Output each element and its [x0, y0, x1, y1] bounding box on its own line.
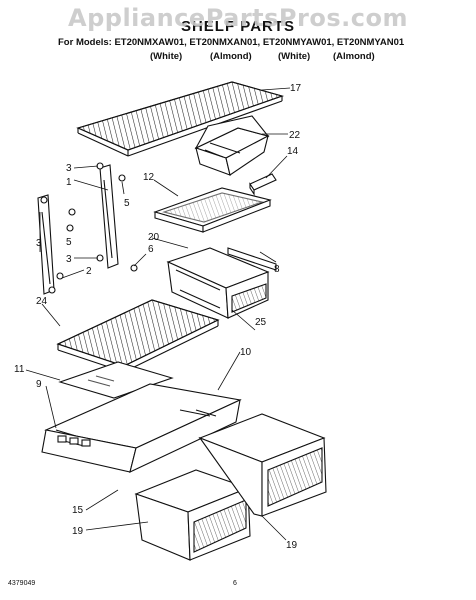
crisper-cover-frame	[41, 383, 242, 473]
page-number: 6	[233, 580, 237, 587]
callout-3-upper: 3	[66, 163, 72, 174]
callout-25: 25	[255, 317, 267, 328]
callout-20: 20	[148, 232, 160, 243]
callout-19-right: 19	[286, 540, 298, 551]
left-rail-1	[99, 164, 119, 269]
glass-shelf-frame	[153, 187, 272, 233]
callout-12: 12	[143, 172, 155, 183]
callout-5-left: 5	[66, 237, 72, 248]
callout-2: 2	[86, 266, 92, 277]
color-label-2: (Almond)	[210, 51, 252, 62]
small-pan	[194, 115, 270, 176]
callout-14: 14	[287, 146, 299, 157]
color-label-4: (Almond)	[333, 51, 375, 62]
color-label-3: (White)	[278, 51, 311, 62]
wire-shelf-lower	[56, 299, 220, 373]
glass-cover-11	[58, 361, 174, 399]
callout-15: 15	[72, 505, 84, 516]
callout-3-mid: 3	[66, 254, 72, 265]
callout-8: 8	[274, 264, 280, 275]
screws	[40, 162, 138, 294]
callout-5-right: 5	[124, 198, 130, 209]
callout-3-left: 3	[36, 238, 42, 249]
callout-19-left: 19	[72, 526, 84, 537]
callout-1: 1	[66, 177, 72, 188]
watermark: AppliancePartsPros.com	[68, 4, 408, 32]
meat-pan	[166, 247, 270, 319]
callout-11: 11	[14, 364, 25, 375]
callout-22: 22	[289, 130, 301, 141]
bracket-14	[249, 173, 277, 196]
rail-8	[227, 247, 277, 271]
callout-24: 24	[36, 296, 48, 307]
callout-17: 17	[290, 83, 302, 94]
color-label-1: (White)	[150, 51, 183, 62]
page-title: SHELF PARTS	[180, 18, 296, 35]
wire-shelf-top	[76, 81, 284, 157]
leader-lines	[25, 87, 291, 541]
callout-6: 6	[148, 244, 154, 255]
document-number: 4379049	[8, 580, 36, 587]
callout-9: 9	[36, 379, 42, 390]
callout-10: 10	[240, 347, 252, 358]
crisper-drawer-left	[134, 469, 251, 561]
models-line: For Models: ET20NMXAW01, ET20NMXAN01, ET…	[58, 37, 405, 48]
